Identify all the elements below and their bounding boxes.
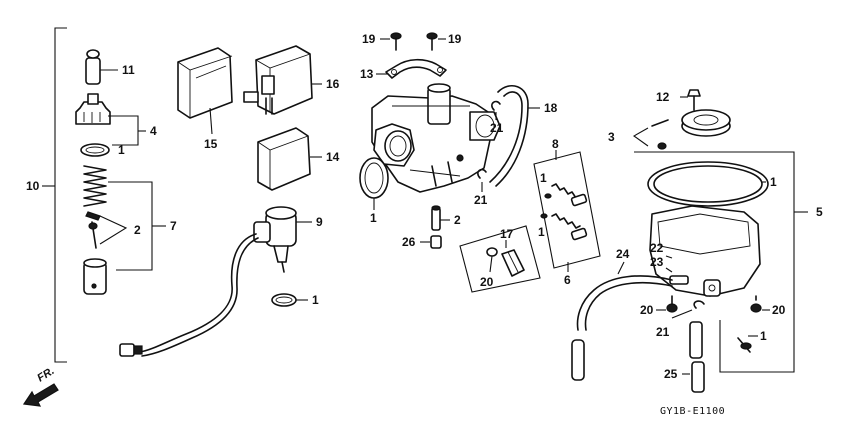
callout-20: 20	[772, 303, 786, 317]
part-26-jet	[420, 235, 442, 249]
callout-15: 15	[204, 137, 218, 151]
callout-20: 20	[480, 275, 494, 289]
part-1-o-ring-8	[544, 193, 552, 199]
callout-10: 10	[26, 179, 40, 193]
callout-1: 1	[538, 225, 545, 239]
callout-12: 12	[656, 90, 670, 104]
part-15-cover	[177, 47, 233, 135]
part-11-jet	[85, 49, 118, 85]
callout-18: 18	[544, 101, 558, 115]
part-1-float-gasket	[647, 161, 769, 207]
part-drain-hose-lower	[571, 339, 585, 381]
part-1-o-ring-left	[80, 143, 110, 157]
callout-2: 2	[134, 223, 141, 237]
callout-19: 19	[448, 32, 462, 46]
callout-1: 1	[370, 211, 377, 225]
part-14-cover	[257, 127, 322, 191]
part-12-screw	[680, 89, 701, 111]
callout-1: 1	[540, 171, 547, 185]
callout-5: 5	[816, 205, 823, 219]
carburetor-body	[371, 83, 501, 193]
callout-1: 1	[118, 143, 125, 157]
callout-2: 2	[454, 213, 461, 227]
part-1-o-ring-choke	[271, 293, 308, 307]
callout-1: 1	[770, 175, 777, 189]
part-21-clip-upper	[491, 100, 501, 120]
part-20-clip-17	[486, 247, 498, 273]
callout-7: 7	[170, 219, 177, 233]
part-17-clip	[501, 249, 525, 277]
callout-19: 19	[362, 32, 376, 46]
part-2-pilot-screw	[431, 205, 450, 231]
part-16-cover	[243, 45, 322, 115]
callout-14: 14	[326, 150, 340, 164]
callout-21: 21	[490, 121, 504, 135]
part-13-clamp-plate	[376, 58, 447, 79]
part-24-drain-tube	[576, 261, 673, 331]
part-4-cap	[75, 93, 146, 146]
float-chamber	[649, 205, 761, 297]
part-21-clip-lower	[477, 168, 487, 192]
callout-3: 3	[608, 130, 615, 144]
front-direction-arrow	[22, 383, 59, 407]
callout-9: 9	[316, 215, 323, 229]
part-21-clip-right	[671, 300, 705, 319]
part-throttle-valve	[83, 258, 107, 295]
assembly-bracket-10	[42, 27, 67, 363]
callout-1: 1	[312, 293, 319, 307]
part-3-heater	[632, 109, 731, 150]
callout-21: 21	[656, 325, 670, 339]
callout-25: 25	[664, 367, 678, 381]
callout-11: 11	[122, 63, 135, 77]
part-19-screw-left	[380, 32, 402, 51]
assembly-bracket-5	[634, 151, 808, 373]
diagram-code: GY1B-E1100	[660, 406, 725, 417]
callout-23: 23	[650, 255, 664, 269]
assembly-bracket-17	[459, 225, 541, 293]
part-1-drain-screw	[737, 335, 758, 353]
front-direction-label: FR.	[35, 365, 56, 385]
callout-26: 26	[402, 235, 416, 249]
part-1-o-ring-6	[540, 213, 548, 219]
part-2-needle	[85, 211, 128, 249]
callout-21: 21	[474, 193, 488, 207]
callout-24: 24	[616, 247, 630, 261]
callout-8: 8	[552, 137, 559, 151]
part-19-screw-right	[426, 32, 446, 51]
part-20-screw-left	[656, 295, 678, 313]
part-1-gasket-ring	[359, 157, 389, 210]
callout-16: 16	[326, 77, 340, 91]
callout-13: 13	[360, 67, 374, 81]
assembly-bracket-8-6	[533, 150, 601, 272]
callout-22: 22	[650, 241, 664, 255]
callout-20: 20	[640, 303, 654, 317]
part-20-screw-right	[750, 295, 770, 313]
part-9-auto-choke	[119, 206, 312, 357]
part-18-tube	[489, 84, 540, 187]
callout-4: 4	[150, 124, 157, 138]
part-spring	[83, 165, 166, 271]
part-25-hose	[682, 321, 705, 393]
callout-1: 1	[760, 329, 767, 343]
callout-6: 6	[564, 273, 571, 287]
callout-17: 17	[500, 227, 514, 241]
